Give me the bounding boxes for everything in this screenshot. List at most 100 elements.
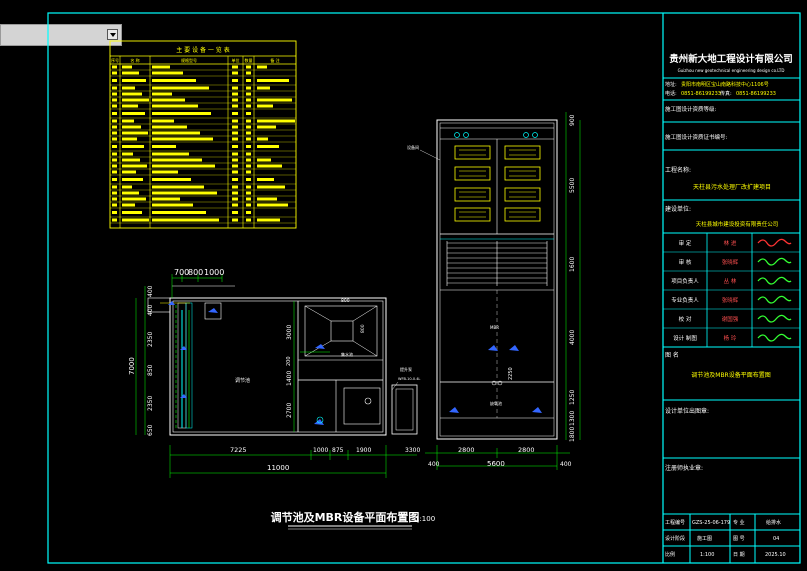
- aeration-grid: [440, 238, 554, 286]
- svg-text:设计阶段: 设计阶段: [665, 535, 685, 542]
- svg-text:1000: 1000: [313, 447, 328, 454]
- role-name: 林 进: [724, 239, 737, 247]
- svg-text:2700: 2700: [286, 403, 293, 418]
- company-name: 贵州新大地工程设计有限公司: [669, 53, 793, 65]
- svg-text:900: 900: [569, 114, 576, 126]
- table-header: 数量: [245, 57, 253, 63]
- label-anoxic: 缺氧池: [490, 400, 502, 406]
- svg-text:GZS-25-06-179: GZS-25-06-179: [692, 520, 730, 526]
- membrane-module: [504, 145, 541, 160]
- svg-text:调节池及MBR设备平面布置图: 调节池及MBR设备平面布置图: [691, 371, 770, 379]
- svg-text:0851-86199233: 0851-86199233: [681, 91, 721, 97]
- svg-text:850: 850: [147, 364, 154, 376]
- membrane-module: [454, 145, 491, 160]
- svg-text:700: 700: [174, 268, 189, 277]
- svg-text:电话:: 电话:: [665, 90, 677, 97]
- svg-text:7000: 7000: [128, 357, 136, 375]
- svg-text:天柱县污水处理厂改扩建项目: 天柱县污水处理厂改扩建项目: [693, 183, 771, 191]
- svg-text:施工图设计资质证书编号:: 施工图设计资质证书编号:: [665, 133, 728, 141]
- svg-text:比例: 比例: [665, 551, 675, 558]
- svg-text:工程编号: 工程编号: [665, 519, 685, 526]
- signature: [757, 238, 792, 247]
- label-tank: 调节池: [235, 377, 250, 384]
- svg-text:注册师执业章:: 注册师执业章:: [665, 464, 703, 472]
- svg-text:1400: 1400: [286, 371, 293, 386]
- drawing-title-text: 调节池及MBR设备平面布置图: [271, 510, 420, 524]
- left-plan-dim-text: 700 800 1000 400 400 2350 850 2350 650 7…: [128, 268, 420, 472]
- svg-text:1000: 1000: [204, 268, 224, 277]
- role-label: 审 核: [679, 258, 692, 266]
- svg-text:设计单位出图章:: 设计单位出图章:: [665, 407, 709, 415]
- regulating-tank-plan: 调节池 集水池 提升泵 WFB-10-0.4L 800 800: [147, 285, 420, 436]
- svg-text:传真:: 传真:: [720, 90, 732, 97]
- svg-text:图 号: 图 号: [733, 536, 745, 542]
- role-label: 设计 制图: [673, 334, 697, 342]
- mbr-modules: [454, 145, 541, 222]
- svg-text:0851-86199233: 0851-86199233: [736, 91, 776, 97]
- role-name: 张晓辉: [722, 258, 739, 266]
- role-name: 谢国强: [722, 315, 739, 323]
- svg-text:5500: 5500: [569, 178, 576, 193]
- svg-text:5600: 5600: [487, 460, 505, 468]
- svg-text:7225: 7225: [230, 446, 247, 454]
- table-title: 主 要 设 备 一 览 表: [176, 46, 229, 54]
- svg-text:图 名: 图 名: [665, 351, 679, 359]
- svg-text:2350: 2350: [147, 332, 154, 347]
- svg-text:2800: 2800: [518, 446, 535, 454]
- equipment-table: 主 要 设 备 一 览 表 序号名 称规格型号单位数量备 注: [109, 40, 297, 229]
- layer-dropdown[interactable]: [0, 24, 122, 46]
- role-name: 丛 林: [724, 277, 737, 285]
- role-name: 张晓辉: [722, 296, 739, 304]
- role-label: 审 定: [679, 239, 692, 247]
- svg-text:地址:: 地址:: [665, 81, 677, 88]
- signature: [757, 295, 792, 304]
- svg-text:4000: 4000: [569, 330, 576, 345]
- company-name-en: Guizhou new geotechnical engineering des…: [678, 68, 785, 73]
- chevron-down-icon[interactable]: [107, 29, 118, 40]
- drawing-frame: [47, 12, 801, 564]
- svg-text:11000: 11000: [267, 464, 289, 472]
- drawing-scale: 1:100: [415, 515, 435, 523]
- label-pump: 提升泵: [400, 366, 412, 372]
- membrane-module: [454, 187, 491, 202]
- left-plan-dimensions: [135, 274, 417, 478]
- role-label: 校 对: [679, 315, 692, 323]
- svg-text:施工图: 施工图: [697, 535, 712, 542]
- svg-text:400: 400: [428, 461, 440, 468]
- membrane-module: [504, 207, 541, 222]
- label-pipe-note: WFB-10-0.4L: [398, 377, 420, 381]
- label-mbr: MBR: [490, 325, 499, 330]
- svg-text:1900: 1900: [356, 447, 371, 454]
- table-header: 序号: [111, 57, 119, 63]
- label-pit: 集水池: [341, 351, 353, 357]
- svg-text:400: 400: [560, 461, 572, 468]
- title-block: 贵州新大地工程设计有限公司 Guizhou new geotechnical e…: [663, 53, 800, 563]
- drawing-title: 调节池及MBR设备平面布置图 1:100: [271, 510, 435, 530]
- svg-text:施工图设计资质等级:: 施工图设计资质等级:: [665, 105, 717, 113]
- membrane-module: [454, 166, 491, 181]
- signature: [757, 276, 792, 285]
- svg-text:工程名称:: 工程名称:: [665, 166, 691, 174]
- svg-text:1250: 1250: [569, 390, 576, 405]
- table-header: 备 注: [270, 57, 279, 63]
- membrane-module: [504, 187, 541, 202]
- svg-text:1600: 1600: [569, 257, 576, 272]
- role-label: 专业负责人: [671, 296, 699, 304]
- table-header: 规格型号: [181, 57, 197, 63]
- membrane-module: [454, 207, 491, 222]
- signature: [757, 333, 792, 342]
- svg-text:1800: 1800: [569, 427, 576, 442]
- svg-text:日 期: 日 期: [733, 552, 745, 558]
- svg-text:3000: 3000: [286, 325, 293, 340]
- svg-text:贵阳市南明区宝山南路科技中心1106号: 贵阳市南明区宝山南路科技中心1106号: [681, 81, 769, 88]
- svg-text:2250: 2250: [508, 367, 514, 380]
- signature: [757, 314, 792, 323]
- svg-text:400: 400: [147, 304, 154, 316]
- table-header: 名 称: [130, 57, 139, 63]
- svg-text:800: 800: [188, 268, 203, 277]
- svg-text:1:100: 1:100: [700, 552, 714, 558]
- svg-text:专 业: 专 业: [733, 519, 745, 526]
- svg-text:建设单位:: 建设单位:: [665, 205, 691, 213]
